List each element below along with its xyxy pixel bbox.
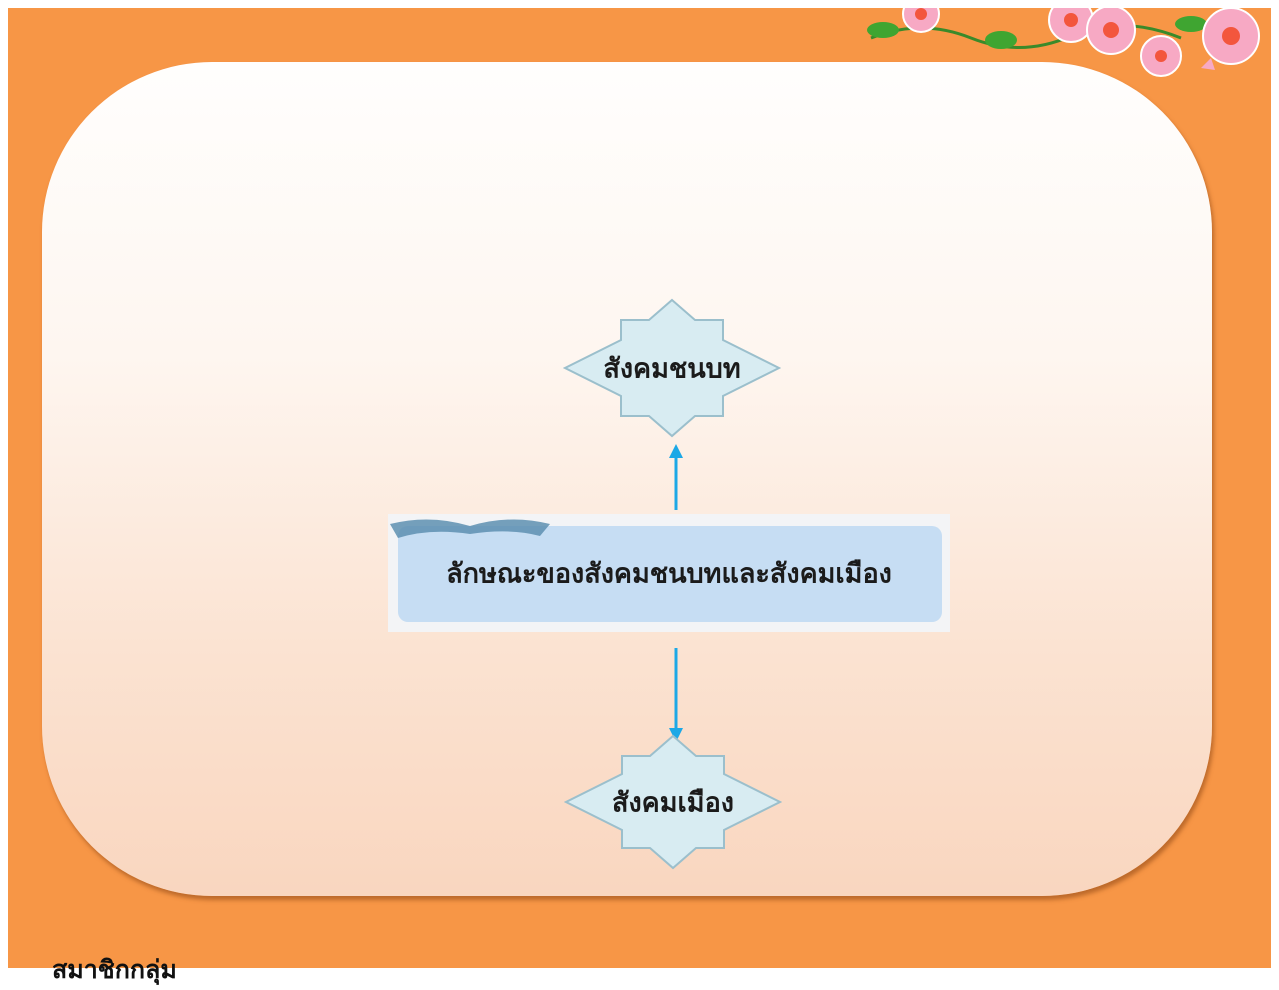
main-topic-label: ลักษณะของสังคมชนบทและสังคมเมือง (446, 558, 892, 590)
urban-society-node: สังคมเมือง (564, 734, 782, 870)
ribbon-decoration (390, 519, 550, 538)
rural-society-label: สังคมชนบท (603, 353, 741, 385)
main-topic-box: ลักษณะของสังคมชนบทและสังคมเมือง (388, 514, 950, 632)
rural-society-node: สังคมชนบท (563, 298, 781, 438)
arrow-down-icon (669, 648, 683, 742)
star-shape (564, 734, 782, 870)
star-shape (563, 298, 781, 438)
urban-society-label: สังคมเมือง (612, 787, 734, 819)
arrow-up-icon (669, 444, 683, 510)
content-board: สังคมชนบท ลักษณะของสังคมชนบทและสังคมเมือ… (42, 62, 1212, 896)
group-members-label: สมาชิกกลุ่ม (52, 955, 177, 984)
slide: ✳ สังคมชนบท ลักษณะของสังคมชนบทและสังคมเม… (8, 8, 1271, 968)
main-topic-fill (398, 526, 942, 622)
flower-vine-decoration: ✳ (867, 8, 1260, 86)
